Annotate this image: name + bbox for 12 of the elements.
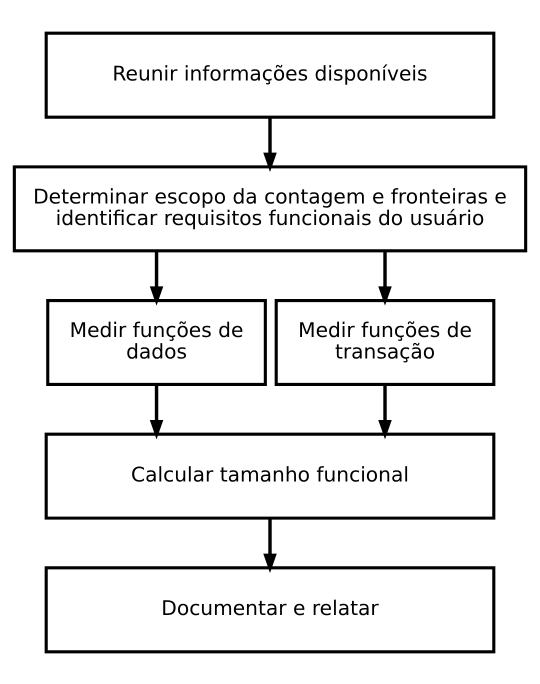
arrow <box>263 518 277 572</box>
node-box: Determinar escopo da contagem e fronteiras e identificar requisitos funcionais do usuário <box>12 164 528 252</box>
arrow <box>150 384 164 439</box>
arrow <box>378 384 392 439</box>
node-box: Calcular tamanho funcional <box>44 432 496 520</box>
arrow <box>378 250 392 306</box>
node-box: Medir funções de transação <box>274 298 496 386</box>
node-box: Reunir informações disponíveis <box>44 31 496 118</box>
arrow <box>263 116 277 172</box>
arrow <box>150 250 164 306</box>
node-box: Documentar e relatar <box>44 566 496 653</box>
node-box: Medir funções de dados <box>46 298 267 386</box>
